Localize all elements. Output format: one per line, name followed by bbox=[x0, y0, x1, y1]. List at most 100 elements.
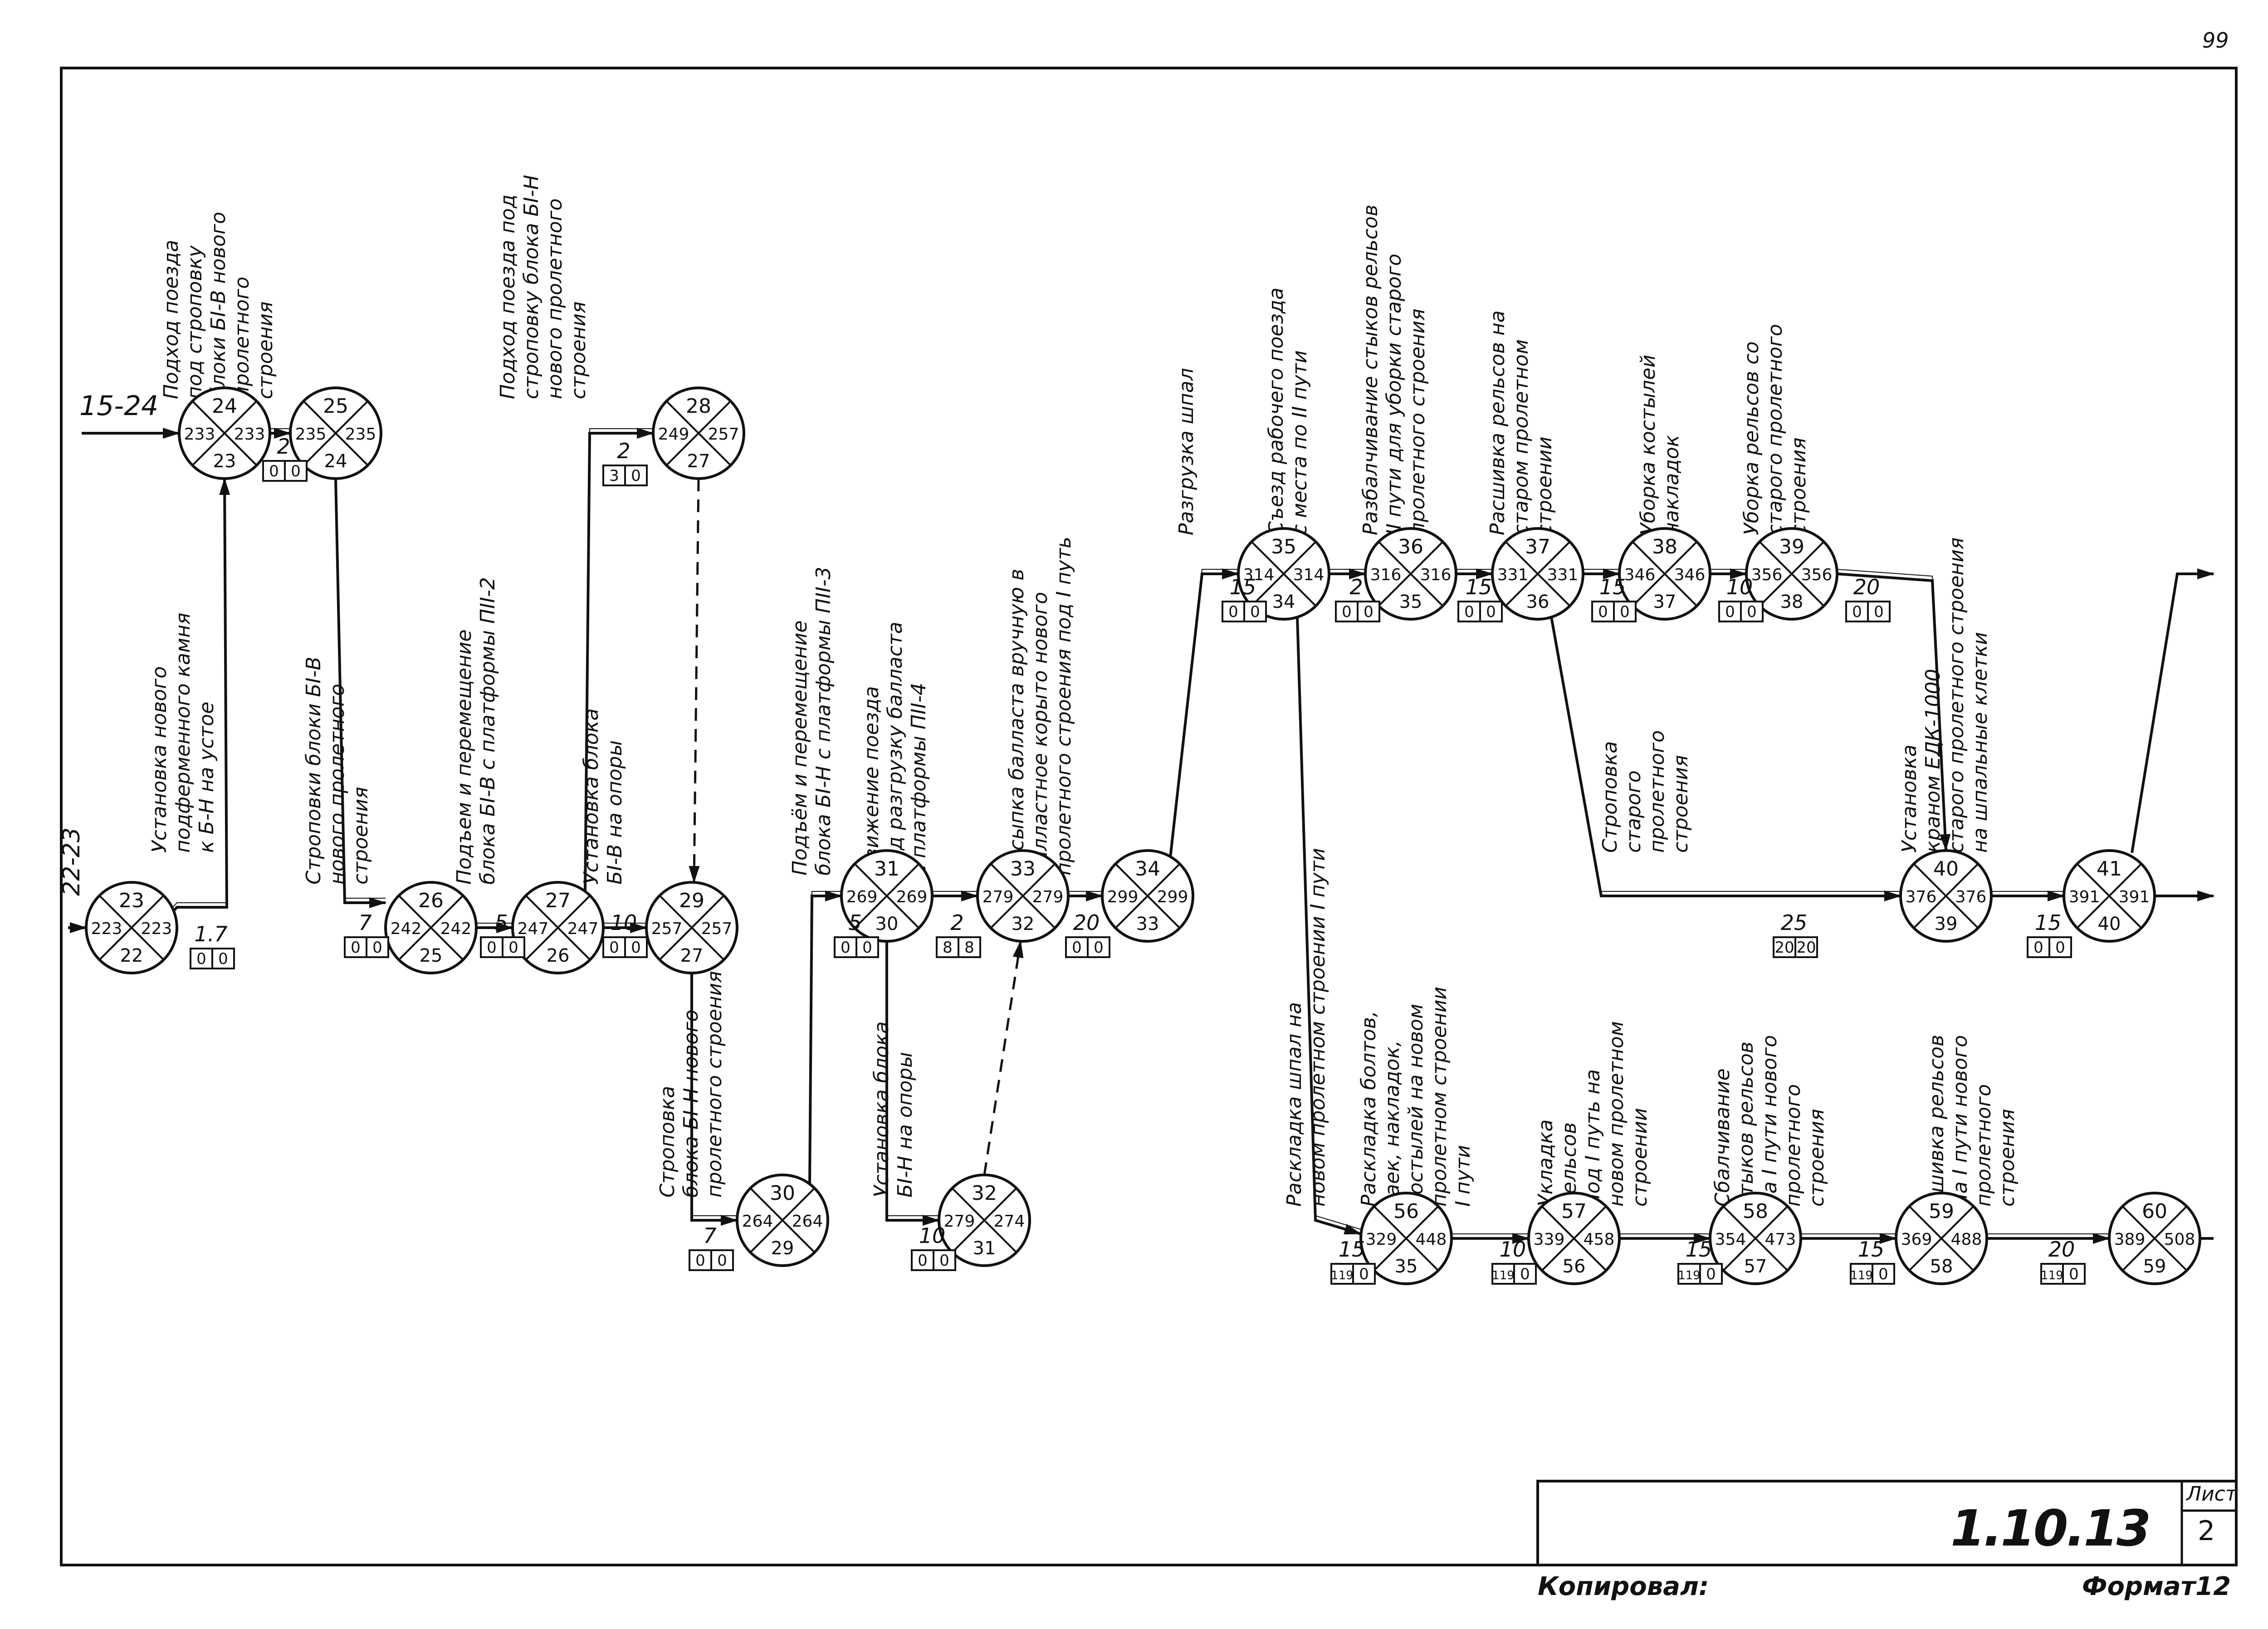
event-number: 33 bbox=[1010, 857, 1036, 881]
resource-value: 0 bbox=[631, 939, 641, 957]
event-late-time: 279 bbox=[1032, 888, 1064, 906]
resource-value: 0 bbox=[1874, 603, 1884, 621]
resource-box bbox=[262, 460, 286, 482]
event-predecessor: 33 bbox=[1136, 914, 1159, 934]
resource-value: 119 bbox=[2041, 1269, 2063, 1282]
event-early-time: 299 bbox=[1107, 888, 1139, 906]
event-number: 24 bbox=[212, 395, 237, 418]
activity-duration: 15 bbox=[1599, 575, 1626, 599]
event-node-33: 33 279 279 32 bbox=[976, 849, 1070, 943]
activity-label-line: строения bbox=[1996, 1109, 2019, 1207]
event-predecessor: 57 bbox=[1744, 1256, 1767, 1277]
event-number: 60 bbox=[2142, 1200, 2167, 1223]
event-late-time: 508 bbox=[2164, 1230, 2195, 1249]
resource-box bbox=[602, 936, 626, 958]
resource-box bbox=[1872, 1263, 1895, 1285]
event-predecessor: 58 bbox=[1930, 1256, 1953, 1277]
event-number: 28 bbox=[686, 395, 711, 418]
resource-value: 0 bbox=[841, 939, 850, 957]
event-number: 57 bbox=[1561, 1200, 1587, 1223]
resource-box bbox=[1699, 1263, 1723, 1285]
event-predecessor: 39 bbox=[1935, 914, 1958, 934]
event-number: 59 bbox=[1929, 1200, 1954, 1223]
resource-box bbox=[2027, 936, 2050, 958]
resource-value: 20 bbox=[1796, 939, 1816, 957]
activity-label-line: Разбалчивание стыков рельсов bbox=[1359, 205, 1382, 535]
event-predecessor: 27 bbox=[687, 451, 710, 472]
event-number: 26 bbox=[418, 889, 444, 912]
activity-duration: 2 bbox=[950, 910, 963, 935]
activity-duration: 10 bbox=[919, 1223, 946, 1248]
event-early-time: 279 bbox=[944, 1212, 975, 1231]
event-early-time: 314 bbox=[1243, 566, 1275, 584]
event-number: 58 bbox=[1743, 1200, 1768, 1223]
event-late-time: 448 bbox=[1416, 1230, 1447, 1249]
activity-label-line: строения bbox=[1805, 1109, 1828, 1207]
event-divider bbox=[665, 400, 732, 466]
event-early-time: 249 bbox=[658, 425, 689, 444]
resource-value: 0 bbox=[372, 939, 382, 957]
activity-label-line: стыков рельсов bbox=[1735, 1042, 1758, 1207]
activity-duration: 15 bbox=[1466, 575, 1492, 599]
event-divider bbox=[1373, 1205, 1439, 1272]
event-early-time: 279 bbox=[982, 888, 1014, 906]
activity-label-line: к Б-Н на устое bbox=[195, 702, 218, 853]
activity-duration: 15 bbox=[1686, 1237, 1712, 1262]
resource-box bbox=[958, 936, 981, 958]
activity-label-line: Раскладка шпал на bbox=[1283, 1002, 1306, 1207]
event-early-time: 242 bbox=[391, 920, 422, 938]
event-late-time: 257 bbox=[708, 425, 739, 444]
activity-label-line: блоки БI-В нового bbox=[207, 212, 230, 399]
resource-value: 0 bbox=[2055, 939, 2065, 957]
event-predecessor: 29 bbox=[771, 1238, 794, 1259]
activity-label-line: старого пролетного bbox=[1764, 324, 1787, 535]
activity-label-line: старом пролетном bbox=[1510, 339, 1533, 535]
event-divider bbox=[1251, 541, 1317, 607]
event-number: 32 bbox=[972, 1182, 997, 1205]
event-predecessor: 35 bbox=[1395, 1256, 1418, 1277]
resource-box bbox=[1330, 1263, 1354, 1285]
event-divider bbox=[1913, 863, 1979, 929]
event-late-time: 473 bbox=[1765, 1230, 1796, 1249]
incoming-label-22-23: 22-23 bbox=[58, 827, 85, 896]
event-divider bbox=[1722, 1205, 1789, 1272]
resource-value: 0 bbox=[1359, 1265, 1369, 1283]
activity-label-line: под разгрузку балласта bbox=[884, 621, 907, 876]
resource-value: 0 bbox=[351, 939, 361, 957]
resource-value: 0 bbox=[862, 939, 872, 957]
event-early-time: 391 bbox=[2069, 888, 2100, 906]
activity-label-line: Установка bbox=[1898, 744, 1921, 853]
event-late-time: 458 bbox=[1584, 1230, 1615, 1249]
event-number: 31 bbox=[874, 857, 899, 881]
resource-value: 119 bbox=[1331, 1269, 1354, 1282]
resource-value: 3 bbox=[609, 467, 619, 485]
activity-label-line: с места по II пути bbox=[1288, 350, 1311, 535]
activity-label-line: Установка блока bbox=[870, 1022, 893, 1198]
activity-label-line: пролетного bbox=[1782, 1084, 1805, 1207]
resource-value: 0 bbox=[1878, 1265, 1888, 1283]
event-divider bbox=[2121, 1205, 2188, 1272]
resource-value: 0 bbox=[2069, 1265, 2079, 1283]
event-predecessor: 32 bbox=[1012, 914, 1035, 934]
event-divider bbox=[1759, 541, 1825, 607]
event-late-time: 331 bbox=[1547, 566, 1579, 584]
